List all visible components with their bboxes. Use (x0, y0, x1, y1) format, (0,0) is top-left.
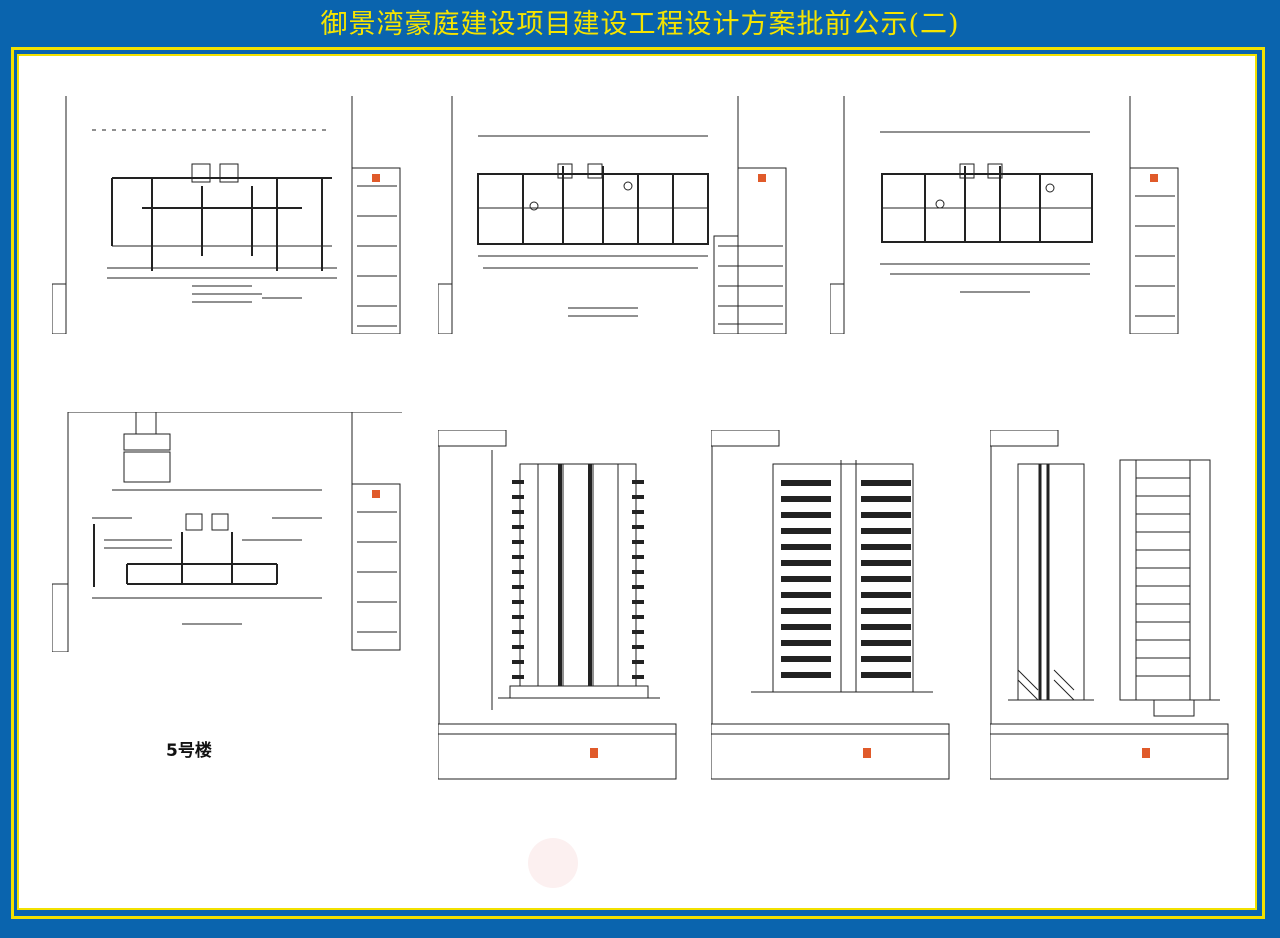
floor-plan-drawing (52, 96, 401, 334)
outer-frame (11, 47, 1265, 919)
floor-plan-sheet-4[interactable] (52, 412, 402, 652)
elevation-floors (781, 480, 911, 678)
floor-plan-sheet-2[interactable] (438, 96, 788, 334)
floor-plan-drawing (830, 96, 1179, 334)
floor-plan-sheet-1[interactable] (52, 96, 402, 334)
section-drawing (990, 430, 1229, 780)
elevation-sheet-1[interactable] (438, 430, 678, 780)
floor-plan-drawing (52, 412, 402, 652)
page-title: 御景湾豪庭建设项目建设工程设计方案批前公示(二) (320, 9, 960, 40)
section-sheet[interactable] (990, 430, 1230, 780)
elevation-sheet-2[interactable] (711, 430, 951, 780)
elevation-drawing (711, 430, 950, 780)
building-caption: 5号楼 (166, 741, 212, 761)
elevation-floors (512, 464, 644, 686)
floor-plan-sheet-3[interactable] (830, 96, 1180, 334)
watermark-spot (528, 838, 578, 888)
elevation-drawing (438, 430, 677, 780)
section-floors (1136, 477, 1190, 677)
floor-plan-drawing (438, 96, 787, 334)
